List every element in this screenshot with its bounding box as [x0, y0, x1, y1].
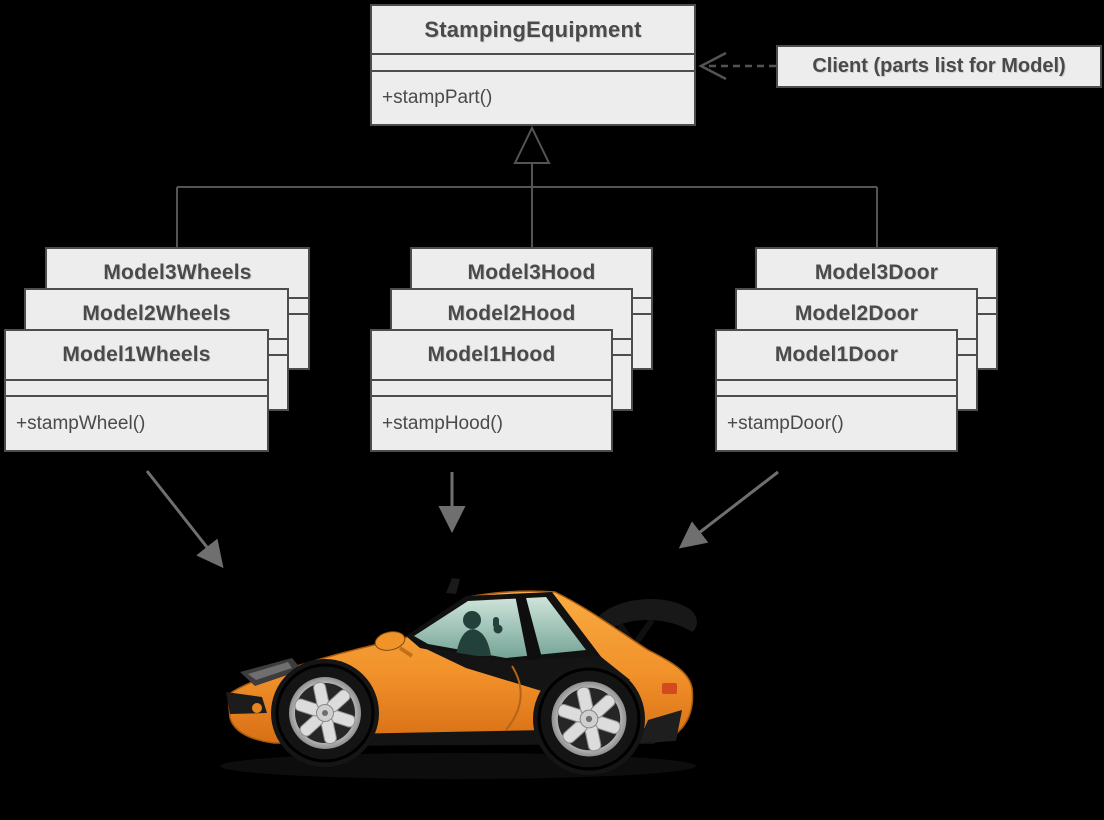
- class-box-model1wheels: Model1Wheels +stampWheel(): [4, 329, 269, 452]
- class-title: Model1Wheels: [62, 343, 211, 366]
- produces-arrows: [145, 470, 779, 569]
- class-method: +stampWheel(): [6, 395, 267, 450]
- class-method: +stampDoor(): [717, 395, 956, 450]
- class-title: Model2Hood: [447, 302, 576, 325]
- class-box-stamping-equipment: StampingEquipment +stampPart(): [370, 4, 696, 126]
- taillight-icon: [662, 683, 677, 694]
- class-attributes-empty: [717, 379, 956, 395]
- client-note-label: Client (parts list for Model): [812, 55, 1066, 77]
- class-title: Model1Door: [774, 343, 899, 366]
- class-box-model1hood: Model1Hood +stampHood(): [370, 329, 613, 452]
- car-rear-bumper: [638, 710, 682, 743]
- class-title: Model2Wheels: [82, 302, 231, 325]
- car-illustration: [220, 578, 697, 779]
- class-method: +stampPart(): [372, 70, 694, 124]
- b-pillar: [515, 594, 542, 660]
- client-dependency-arrow: [698, 51, 776, 81]
- class-attributes-empty: [6, 379, 267, 395]
- rear-wheel-icon: [537, 667, 641, 771]
- class-title: Model3Wheels: [103, 261, 252, 284]
- class-method: +stampHood(): [372, 395, 611, 450]
- class-attributes-empty: [372, 53, 694, 70]
- door-to-car-arrow: [678, 470, 779, 549]
- car-cabin: [406, 592, 630, 696]
- class-box-model1door: Model1Door +stampDoor(): [715, 329, 958, 452]
- fog-light-icon: [252, 703, 262, 713]
- class-title: Model3Hood: [467, 261, 596, 284]
- client-note-box: Client (parts list for Model): [776, 45, 1102, 88]
- inheritance-triangle-icon: [513, 125, 551, 164]
- wheels-to-car-arrow: [145, 470, 224, 569]
- side-mirror-icon: [374, 631, 414, 658]
- antenna-icon: [446, 578, 460, 594]
- front-wheel-icon: [275, 663, 375, 763]
- door-seam: [505, 665, 522, 731]
- class-attributes-empty: [372, 379, 611, 395]
- class-title: StampingEquipment: [424, 16, 642, 42]
- class-title: Model3Door: [814, 261, 939, 284]
- class-title: Model1Hood: [427, 343, 556, 366]
- class-title: Model2Door: [794, 302, 919, 325]
- inheritance-connector: [176, 125, 878, 247]
- driver-silhouette: [456, 611, 503, 656]
- headlight-icon: [240, 658, 302, 686]
